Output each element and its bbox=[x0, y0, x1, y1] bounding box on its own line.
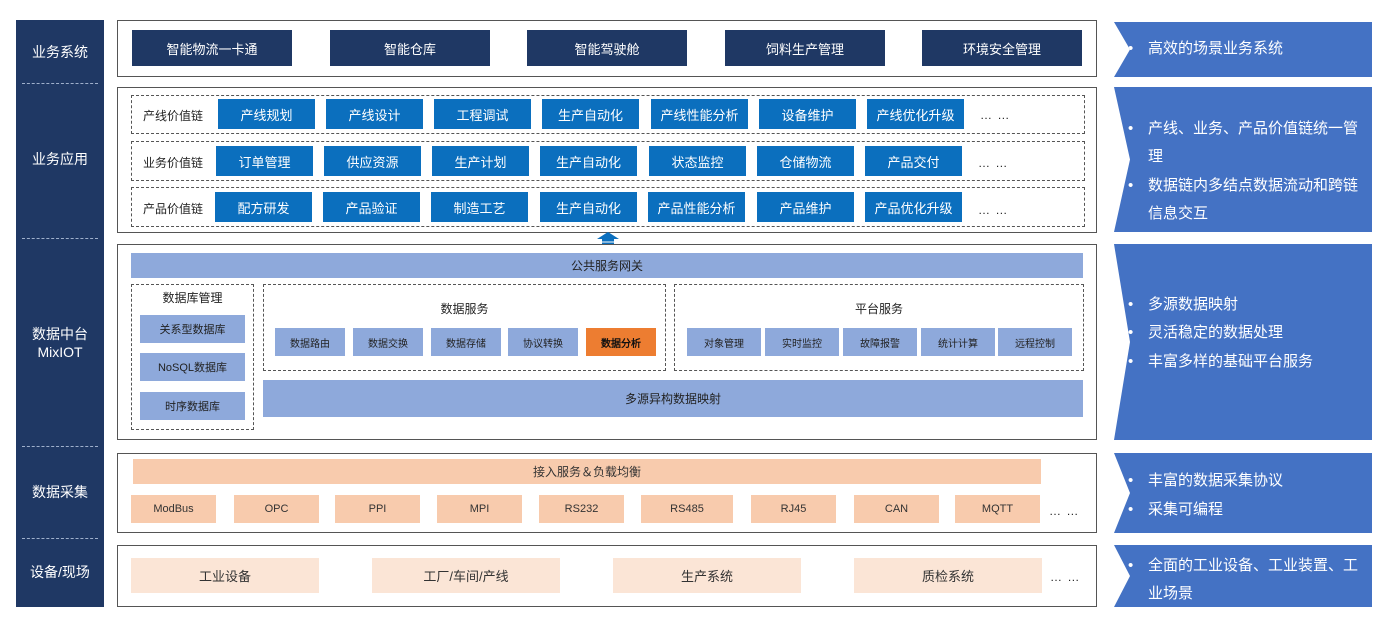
ellipsis: … … bbox=[1050, 570, 1081, 584]
divider bbox=[22, 83, 98, 84]
field-box: 生产系统 bbox=[613, 558, 801, 593]
protocol-box: OPC bbox=[234, 495, 319, 523]
app-box: 状态监控 bbox=[649, 146, 746, 176]
app-box: 产线性能分析 bbox=[651, 99, 748, 129]
app-box: 工程调试 bbox=[434, 99, 531, 129]
protocol-box: ModBus bbox=[131, 495, 216, 523]
layer-label-data-collection: 数据采集 bbox=[32, 484, 88, 500]
app-box: 产线规划 bbox=[218, 99, 315, 129]
system-box: 智能物流一卡通 bbox=[132, 30, 292, 66]
layer-label-field: 设备/现场 bbox=[30, 564, 90, 580]
layer-label-business-app: 业务应用 bbox=[32, 151, 88, 167]
divider bbox=[22, 238, 98, 239]
app-box: 产线优化升级 bbox=[867, 99, 964, 129]
up-arrow-icon bbox=[597, 232, 619, 246]
system-box: 智能仓库 bbox=[330, 30, 490, 66]
protocol-box: PPI bbox=[335, 495, 420, 523]
system-box: 饲料生产管理 bbox=[725, 30, 885, 66]
platform-item: 故障报警 bbox=[843, 328, 917, 356]
ellipsis: … … bbox=[978, 156, 1009, 170]
service-item: 协议转换 bbox=[508, 328, 578, 356]
database-item: 关系型数据库 bbox=[140, 315, 245, 343]
divider bbox=[22, 538, 98, 539]
app-box: 仓储物流 bbox=[757, 146, 854, 176]
value-chain-row bbox=[131, 187, 1085, 227]
access-service-bar: 接入服务＆负载均衡 bbox=[133, 459, 1041, 484]
ellipsis: … … bbox=[978, 203, 1009, 217]
value-chain-label: 产品价值链 bbox=[143, 202, 204, 216]
app-box: 生产自动化 bbox=[540, 146, 637, 176]
bullet-text: 高效的场景业务系统 bbox=[1128, 35, 1366, 63]
app-box: 产品维护 bbox=[757, 192, 854, 222]
bullet-text: 丰富多样的基础平台服务 bbox=[1128, 348, 1366, 376]
layer-label-business-system: 业务系统 bbox=[32, 44, 88, 60]
protocol-box: RS232 bbox=[539, 495, 624, 523]
bullet-text: 采集可编程 bbox=[1128, 496, 1366, 524]
right-panel-business-system: 高效的场景业务系统 bbox=[1114, 22, 1372, 77]
app-box: 生产自动化 bbox=[540, 192, 637, 222]
app-box: 生产计划 bbox=[432, 146, 529, 176]
divider bbox=[22, 446, 98, 447]
ellipsis: … … bbox=[1049, 504, 1080, 518]
service-item: 数据路由 bbox=[275, 328, 345, 356]
protocol-box: RS485 bbox=[641, 495, 733, 523]
app-box: 产品优化升级 bbox=[865, 192, 962, 222]
value-chain-row bbox=[131, 141, 1085, 181]
app-box: 制造工艺 bbox=[431, 192, 528, 222]
value-chain-label: 产线价值链 bbox=[143, 109, 204, 123]
app-box: 产品验证 bbox=[323, 192, 420, 222]
data-mapping-bar: 多源异构数据映射 bbox=[263, 380, 1083, 417]
bullet-text: 全面的工业设备、工业装置、工业场景 bbox=[1128, 552, 1366, 607]
system-box: 智能驾驶舱 bbox=[527, 30, 687, 66]
field-box: 质检系统 bbox=[854, 558, 1042, 593]
value-chain-row bbox=[131, 95, 1085, 134]
app-box: 订单管理 bbox=[216, 146, 313, 176]
public-gateway-bar: 公共服务网关 bbox=[131, 253, 1083, 278]
right-panel-business-app: 产线、业务、产品价值链统一管理 数据链内多结点数据流动和跨链信息交互 bbox=[1114, 87, 1372, 232]
app-box: 生产自动化 bbox=[542, 99, 639, 129]
data-service-title: 数据服务 bbox=[440, 301, 489, 316]
data-service-panel bbox=[263, 284, 666, 371]
platform-item: 远程控制 bbox=[998, 328, 1072, 356]
app-box: 供应资源 bbox=[324, 146, 421, 176]
service-item: 数据交换 bbox=[353, 328, 423, 356]
platform-item: 统计计算 bbox=[921, 328, 995, 356]
protocol-box: MPI bbox=[437, 495, 522, 523]
protocol-box: CAN bbox=[854, 495, 939, 523]
service-item: 数据存储 bbox=[431, 328, 501, 356]
app-box: 产线设计 bbox=[326, 99, 423, 129]
platform-service-panel bbox=[674, 284, 1084, 371]
bullet-text: 丰富的数据采集协议 bbox=[1128, 467, 1366, 495]
database-item: 时序数据库 bbox=[140, 392, 245, 420]
field-box: 工厂/车间/产线 bbox=[372, 558, 560, 593]
protocol-box: MQTT bbox=[955, 495, 1040, 523]
protocol-box: RJ45 bbox=[751, 495, 836, 523]
system-box: 环境安全管理 bbox=[922, 30, 1082, 66]
field-box: 工业设备 bbox=[131, 558, 319, 593]
layer-label-column: 业务系统 业务应用 数据中台 MixIOT 数据采集 设备/现场 bbox=[16, 20, 104, 607]
ellipsis: … … bbox=[980, 108, 1011, 122]
right-panel-data-collection: 丰富的数据采集协议 采集可编程 bbox=[1114, 453, 1372, 533]
service-item-highlight: 数据分析 bbox=[586, 328, 656, 356]
right-panel-data-platform: 多源数据映射 灵活稳定的数据处理 丰富多样的基础平台服务 bbox=[1114, 244, 1372, 440]
platform-item: 实时监控 bbox=[765, 328, 839, 356]
platform-service-title: 平台服务 bbox=[854, 301, 903, 316]
app-box: 设备维护 bbox=[759, 99, 856, 129]
layer-label-data-platform: 数据中台 bbox=[32, 326, 88, 342]
layer-label-mixiot: MixIOT bbox=[37, 344, 83, 360]
database-item: NoSQL数据库 bbox=[140, 353, 245, 381]
bullet-text: 多源数据映射 bbox=[1128, 291, 1366, 319]
app-box: 产品性能分析 bbox=[648, 192, 745, 222]
right-panel-field: 全面的工业设备、工业装置、工业场景 bbox=[1114, 545, 1372, 607]
app-box: 配方研发 bbox=[215, 192, 312, 222]
bullet-text: 灵活稳定的数据处理 bbox=[1128, 319, 1366, 347]
database-title: 数据库管理 bbox=[162, 290, 223, 305]
value-chain-label: 业务价值链 bbox=[143, 156, 204, 170]
database-panel bbox=[131, 284, 254, 430]
app-box: 产品交付 bbox=[865, 146, 962, 176]
bullet-text: 产线、业务、产品价值链统一管理 bbox=[1128, 115, 1366, 171]
bullet-text: 数据链内多结点数据流动和跨链信息交互 bbox=[1128, 172, 1366, 228]
platform-item: 对象管理 bbox=[687, 328, 761, 356]
